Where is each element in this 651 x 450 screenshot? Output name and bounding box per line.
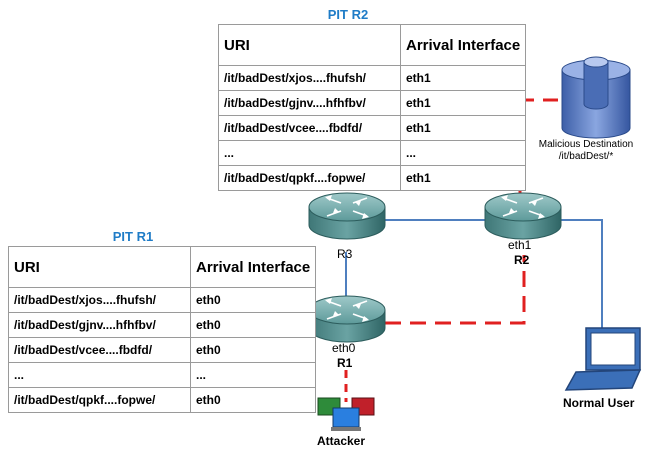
router-icon-r3	[308, 192, 386, 240]
uri-header: URI	[8, 246, 191, 288]
table-row: /it/badDest/gjnv....hfhfbv/ eth0	[8, 312, 317, 338]
table-header-row: URI Arrival Interface	[8, 246, 317, 288]
interface-cell: eth0	[189, 287, 317, 313]
attacker-label: Attacker	[317, 434, 366, 448]
table-row: /it/badDest/vcee....fbdfd/ eth1	[218, 115, 527, 141]
uri-cell: /it/badDest/qpkf....fopwe/	[218, 165, 401, 191]
interface-cell: eth1	[399, 115, 527, 141]
table-row: /it/badDest/qpkf....fopwe/ eth0	[8, 387, 317, 413]
uri-cell: /it/badDest/qpkf....fopwe/	[8, 387, 191, 413]
interface-cell: eth1	[399, 90, 527, 116]
r2-interface-label: eth1	[508, 238, 532, 252]
interface-cell: ...	[189, 362, 317, 388]
pit-r2-table: URI Arrival Interface /it/badDest/xjos..…	[218, 24, 527, 191]
uri-cell: /it/badDest/vcee....fbdfd/	[218, 115, 401, 141]
uri-cell: /it/badDest/xjos....fhufsh/	[8, 287, 191, 313]
r3-label: R3	[337, 247, 353, 261]
router-icon-r2	[484, 192, 562, 240]
normal-user-label: Normal User	[563, 396, 635, 410]
link-r2-normal-user	[560, 219, 603, 340]
laptop-icon	[564, 327, 642, 391]
r2-label: R2	[514, 253, 530, 267]
link-r1-r2-dashed	[385, 255, 526, 325]
uri-header: URI	[218, 24, 401, 66]
uri-cell: ...	[8, 362, 191, 388]
table-header-row: URI Arrival Interface	[218, 24, 527, 66]
uri-cell: /it/badDest/vcee....fbdfd/	[8, 337, 191, 363]
table-row: /it/badDest/gjnv....hfhfbv/ eth1	[218, 90, 527, 116]
table-row: /it/badDest/vcee....fbdfd/ eth0	[8, 337, 317, 363]
uri-cell: ...	[218, 140, 401, 166]
interface-cell: eth1	[399, 165, 527, 191]
malicious-destination-prefix: /it/badDest/*	[558, 151, 614, 162]
arrival-interface-header: Arrival Interface	[189, 246, 317, 288]
uri-cell: /it/badDest/gjnv....hfhfbv/	[218, 90, 401, 116]
r1-label: R1	[337, 356, 353, 370]
uri-cell: /it/badDest/xjos....fhufsh/	[218, 65, 401, 91]
interface-cell: eth0	[189, 337, 317, 363]
router-icon-r1	[308, 295, 386, 343]
interface-cell: eth0	[189, 312, 317, 338]
interface-cell: eth0	[189, 387, 317, 413]
r1-interface-label: eth0	[332, 341, 356, 355]
table-row: ... ...	[218, 140, 527, 166]
server-icon	[561, 56, 631, 139]
pit-r2-title: PIT R2	[327, 7, 369, 22]
pit-r1-title: PIT R1	[112, 229, 154, 244]
table-row: /it/badDest/qpkf....fopwe/ eth1	[218, 165, 527, 191]
arrival-interface-header: Arrival Interface	[399, 24, 527, 66]
table-row: ... ...	[8, 362, 317, 388]
malicious-destination-label: Malicious Destination /it/badDest/*	[521, 139, 651, 163]
interface-cell: ...	[399, 140, 527, 166]
computers-icon	[317, 397, 375, 431]
table-row: /it/badDest/xjos....fhufsh/ eth0	[8, 287, 317, 313]
malicious-destination-name: Malicious Destination	[538, 139, 634, 150]
uri-cell: /it/badDest/gjnv....hfhfbv/	[8, 312, 191, 338]
interface-cell: eth1	[399, 65, 527, 91]
table-row: /it/badDest/xjos....fhufsh/ eth1	[218, 65, 527, 91]
pit-r1-table: URI Arrival Interface /it/badDest/xjos..…	[8, 246, 317, 413]
